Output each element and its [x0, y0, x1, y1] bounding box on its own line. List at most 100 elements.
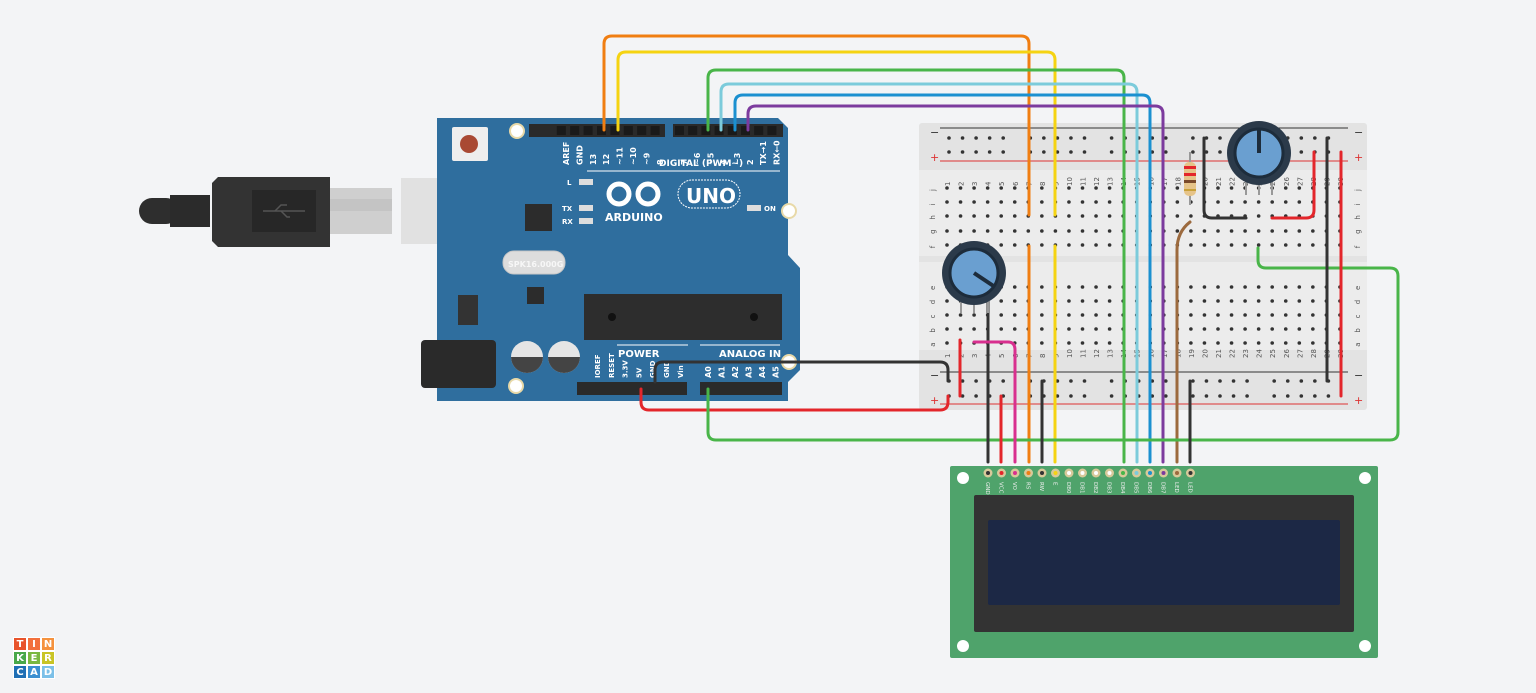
wire-brown [1175, 220, 1192, 464]
header-socket[interactable] [556, 126, 566, 135]
wires[interactable] [602, 34, 1400, 464]
column-label: 21 [1215, 349, 1223, 358]
wire-pink-vo [972, 340, 1017, 464]
rail-plus: + [930, 394, 939, 407]
digital-pin-label: 7 [680, 159, 689, 165]
logo-letter: I [27, 637, 41, 651]
header-socket[interactable] [597, 126, 606, 135]
rail-plus: + [1354, 151, 1363, 164]
digital-pin-label: RX←0 [772, 140, 781, 165]
digital-pin-label: 8 [656, 159, 665, 165]
column-label: 10 [1066, 177, 1074, 186]
digital-pin-label: ~3 [733, 153, 742, 165]
arduino-logo-icon [606, 181, 661, 207]
digital-header-label: DIGITAL (PWM~) [659, 159, 743, 169]
row-label: e [1354, 286, 1362, 290]
digital-pin-label: 13 [589, 154, 598, 165]
row-label: a [1354, 343, 1362, 347]
header-socket[interactable] [727, 126, 737, 135]
lcd-screen [988, 520, 1340, 605]
lcd-pin-label: GND [984, 482, 990, 495]
column-label: 28 [1310, 349, 1318, 358]
atmega-chip [584, 294, 782, 340]
row-label: c [1354, 314, 1362, 318]
resistor[interactable] [1184, 152, 1196, 205]
column-label: 6 [1012, 181, 1020, 186]
lcd-pin-label: LED [1173, 482, 1179, 493]
lcd-pin-label: DB4 [1119, 482, 1125, 494]
rail-minus: − [1354, 126, 1363, 139]
usb-symbol-icon [263, 204, 305, 218]
svg-text:TX: TX [562, 205, 573, 213]
power-pin-label: GND [649, 360, 657, 378]
column-label: 8 [1039, 354, 1047, 358]
potentiometer-contrast[interactable] [942, 241, 1006, 313]
logo-letter: R [41, 651, 55, 665]
row-label: f [1354, 245, 1362, 248]
digital-pin-label: ~11 [616, 147, 625, 165]
logo-letter: C [13, 665, 27, 679]
lcd-pin-label: VCC [998, 482, 1004, 494]
lcd-pin-label: VO [1011, 482, 1017, 491]
lcd-pin-label: DB3 [1106, 482, 1112, 494]
lcd-pin-label: DB2 [1092, 482, 1098, 494]
header-socket[interactable] [650, 126, 660, 135]
row-label: b [1354, 328, 1362, 333]
row-label: h [1354, 215, 1362, 219]
row-label: e [929, 286, 937, 290]
lcd-pin-label: DB0 [1065, 482, 1071, 494]
column-label: 11 [1080, 177, 1088, 186]
column-label: 3 [971, 354, 979, 358]
rail-plus: + [1354, 394, 1363, 407]
column-label: 24 [1256, 349, 1264, 358]
crystal: SPK16.000G [508, 260, 563, 269]
row-label: j [1354, 189, 1362, 192]
breadboard[interactable]: 1122334455667788991010111112121313141415… [919, 123, 1367, 410]
header-socket[interactable] [637, 126, 647, 135]
status-leds: L TX RX ON [562, 179, 776, 226]
analog-label: ANALOG IN [719, 349, 781, 360]
header-socket[interactable] [688, 126, 698, 135]
potentiometer-2[interactable] [1227, 121, 1291, 195]
header-socket[interactable] [701, 126, 711, 135]
power-pin-label: RESET [608, 353, 616, 378]
row-label: i [1354, 203, 1362, 205]
column-label: 8 [1039, 182, 1047, 186]
header-socket[interactable] [610, 126, 620, 135]
column-label: 3 [971, 182, 979, 186]
wire-yellow [616, 50, 1057, 217]
header-socket[interactable] [767, 126, 777, 135]
rail-minus: − [930, 369, 939, 382]
header-socket[interactable] [623, 126, 633, 135]
header-socket[interactable] [675, 126, 684, 135]
column-label: 2 [958, 354, 966, 358]
header-socket[interactable] [570, 126, 580, 135]
column-label: 10 [1066, 349, 1074, 358]
wire-red-pot2 [1270, 150, 1316, 220]
svg-text:RX: RX [562, 218, 573, 226]
row-label: f [929, 245, 937, 248]
wire-blue [733, 93, 1152, 464]
arduino-uno-board[interactable]: ARDUINO UNO DIGITAL (PWM~) POWER ANALOG … [421, 118, 800, 401]
header-socket[interactable] [583, 126, 593, 135]
arduino-model: UNO [686, 184, 736, 208]
column-label: 13 [1107, 177, 1115, 186]
usb-cable[interactable] [139, 177, 392, 247]
digital-pin-label: 12 [602, 154, 611, 165]
column-label: 23 [1242, 349, 1250, 358]
column-label: 4 [985, 181, 993, 186]
digital-pin-label: ~6 [693, 152, 702, 165]
analog-pin-label: A5 [772, 366, 781, 378]
column-label: 21 [1215, 177, 1223, 186]
header-socket[interactable] [741, 126, 750, 135]
column-label: 27 [1296, 349, 1304, 358]
logo-letter: N [41, 637, 55, 651]
header-socket[interactable] [754, 126, 764, 135]
header-socket[interactable] [714, 126, 724, 135]
row-label: i [929, 203, 937, 205]
